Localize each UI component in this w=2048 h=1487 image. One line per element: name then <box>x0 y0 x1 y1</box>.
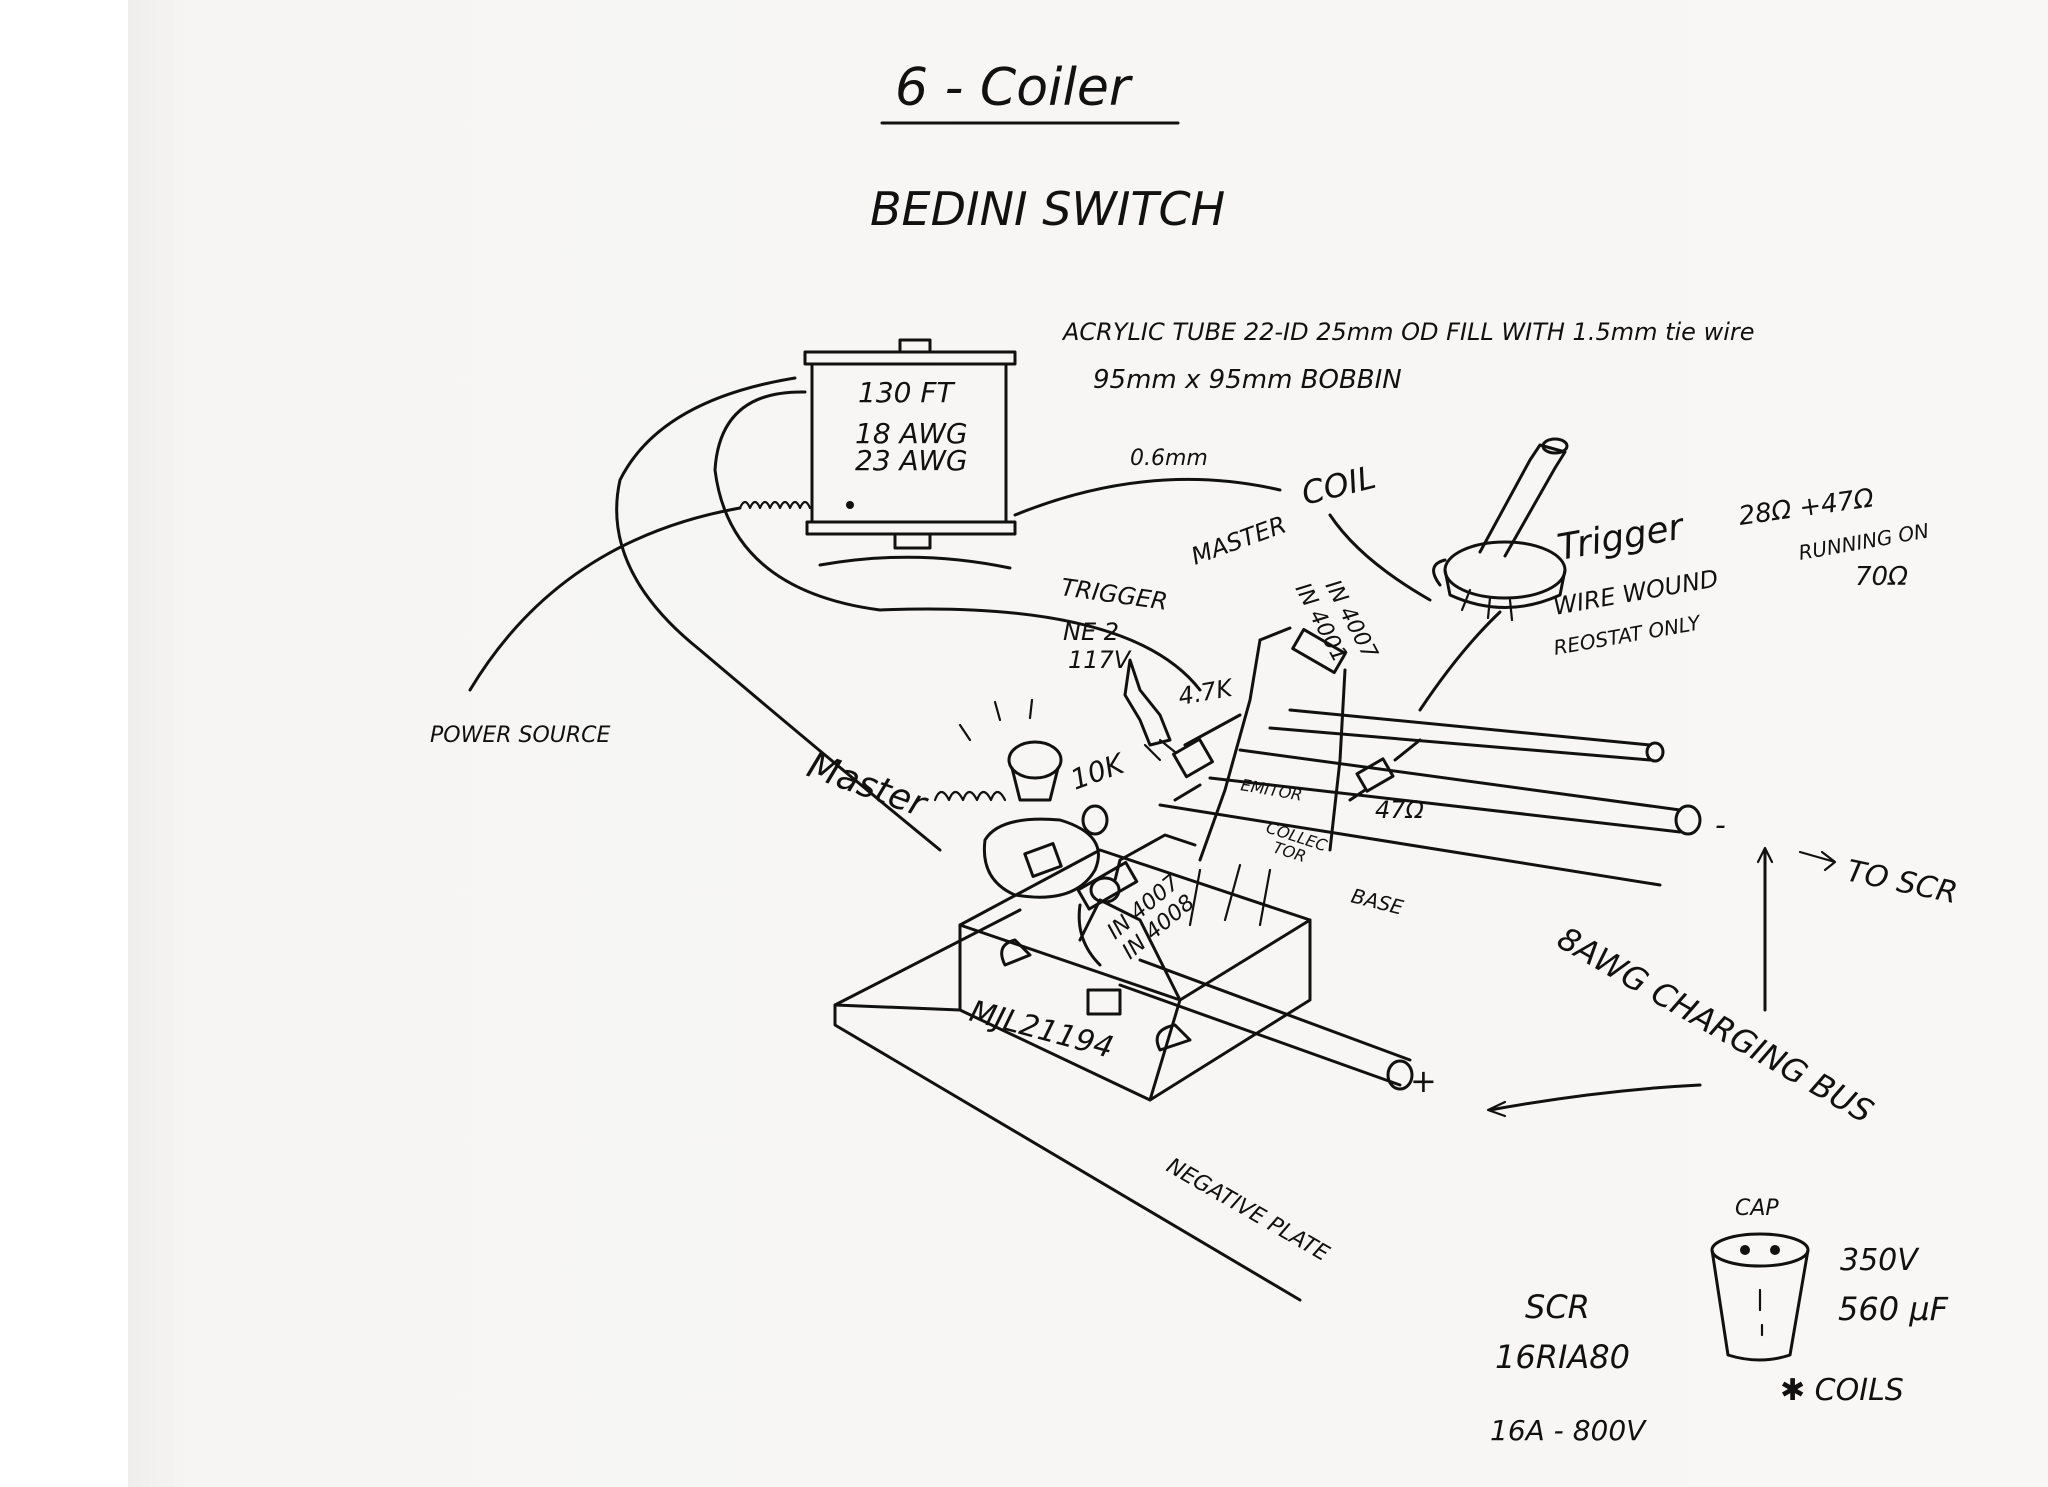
trigger-values: 28Ω +47Ω <box>1737 483 1876 532</box>
master-label: Master <box>802 745 934 826</box>
wire-coil-to-master <box>615 376 942 852</box>
to-scr-arrow <box>1798 850 1837 872</box>
transistor-label: MJL21194 <box>966 994 1117 1066</box>
ne2-lamp <box>958 698 1063 802</box>
trigger-small-label: TRIGGER <box>1059 573 1169 616</box>
resistor-47 <box>1348 738 1422 802</box>
negative-plate <box>833 908 1302 1302</box>
cap-label: CAP <box>1735 1196 1779 1221</box>
charging-bus-pointer-head <box>1486 1100 1507 1118</box>
cap-capacitance: 560 µF <box>1838 1290 1949 1328</box>
to-scr-label: TO SCR <box>1843 854 1960 912</box>
ne2-voltage: 117V <box>1068 646 1132 674</box>
scan-margin <box>0 0 128 1487</box>
trigger-label: Trigger <box>1554 506 1688 569</box>
wire-master-coil <box>1013 477 1282 517</box>
bus-minus: - <box>1715 808 1726 843</box>
negative-plate-label: NEGATIVE PLATE <box>1162 1154 1333 1267</box>
rheostat <box>1432 437 1569 622</box>
bus-plus: + <box>1410 1062 1437 1100</box>
base-label: BASE <box>1349 884 1406 920</box>
title: 6 - Coiler <box>895 58 1134 118</box>
running-value: 70Ω <box>1855 562 1908 592</box>
wire-power-source <box>468 506 742 692</box>
wire-pot-to-bus <box>1418 610 1502 712</box>
charging-bus <box>1118 708 1702 1091</box>
subtitle: BEDINI SWITCH <box>870 182 1225 236</box>
master-coil-label-a: MASTER <box>1187 511 1289 571</box>
master-coil-spring <box>933 790 1007 802</box>
wire-gauge-label: 0.6mm <box>1130 446 1208 471</box>
ne2-bulb <box>1123 658 1177 762</box>
coil-length: 130 FT <box>858 376 955 409</box>
r47-label: 47Ω <box>1375 796 1425 824</box>
bobbin-coil <box>738 338 1017 570</box>
cap-voltage: 350V <box>1840 1243 1920 1278</box>
coils-note: ✱ COILS <box>1780 1373 1904 1408</box>
transistor-mjl21194 <box>958 833 1312 1102</box>
to-scr-arrowhead <box>1756 846 1774 864</box>
ne2-label: NE 2 <box>1063 618 1119 646</box>
reostat-only: REOSTAT ONLY <box>1552 610 1704 660</box>
r47k-label: 4.7K <box>1176 674 1236 711</box>
bobbin-note: 95mm x 95mm BOBBIN <box>1093 365 1402 395</box>
scr-rating: 16A - 800V <box>1490 1414 1647 1447</box>
running-on: RUNNING ON <box>1797 518 1931 565</box>
emitter-label: EMITOR <box>1239 775 1303 804</box>
master-housing <box>982 804 1109 899</box>
wire-master-coil-lead <box>1328 513 1432 602</box>
r10k-label: 10K <box>1066 746 1131 796</box>
scr-label: SCR <box>1525 1288 1590 1326</box>
tube-note: ACRYLIC TUBE 22-ID 25mm OD FILL WITH 1.5… <box>1061 318 1755 346</box>
coil-gauge-2: 23 AWG <box>855 444 968 477</box>
resistor-4-7k <box>1172 713 1242 802</box>
capacitor <box>1710 1232 1810 1362</box>
charging-bus-pointer <box>1488 1083 1702 1112</box>
wire-coil-to-trigger <box>713 390 1202 692</box>
diode-top <box>1198 626 1347 862</box>
power-source-label: POWER SOURCE <box>430 723 611 748</box>
scr-part: 16RIA80 <box>1495 1338 1630 1376</box>
coil-gauge-1: 18 AWG <box>855 417 968 450</box>
diode-bottom <box>1076 860 1139 967</box>
master-coil-label-b: COIL <box>1298 458 1380 513</box>
charging-bus-label: 8AWG CHARGING BUS <box>1551 919 1880 1131</box>
